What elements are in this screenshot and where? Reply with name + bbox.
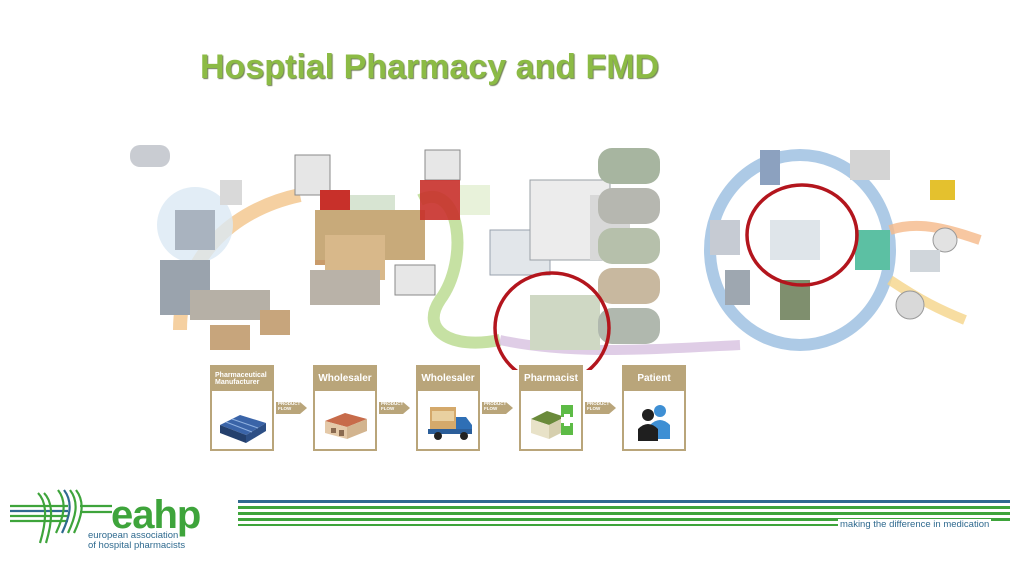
step-wholesaler-2: Wholesaler (416, 365, 480, 451)
product-flow-arrow: PRODUCT FLOW (276, 401, 308, 415)
footer-tagline: making the difference in medication (838, 519, 992, 530)
hospital-ward-panels (598, 148, 660, 344)
eahp-logo-mark (10, 489, 112, 544)
step-pharmaceutical-manufacturer: Pharmaceutical Manufacturer (210, 365, 274, 451)
supply-chain-illustration (130, 145, 982, 370)
slide-title: Hosptial Pharmacy and FMD (200, 48, 660, 86)
step-pharmacist: Pharmacist (519, 365, 583, 451)
step-wholesaler-1: Wholesaler (313, 365, 377, 451)
step-label: Patient (624, 367, 684, 391)
step-label: Wholesaler (418, 367, 478, 391)
pharmacy-icon (531, 405, 573, 439)
delivery-truck-icon (428, 407, 472, 440)
patient-highlight-circle (745, 183, 859, 287)
step-label: Pharmaceutical Manufacturer (212, 367, 272, 391)
people-icon (638, 405, 670, 441)
step-label: Pharmacist (521, 367, 581, 391)
step-label: Wholesaler (315, 367, 375, 391)
factory-icon (220, 415, 266, 443)
product-flow-arrow: PRODUCT FLOW (482, 401, 514, 415)
product-flow-diagram: Pharmaceutical Manufacturer PRODUCT FLOW… (210, 365, 690, 453)
footer-divider-lines (238, 500, 1010, 526)
warehouse-icon (325, 413, 367, 439)
pharmacist-highlight-circle (493, 271, 611, 370)
eahp-logo-wordmark: eahp (111, 493, 201, 537)
product-flow-arrow: PRODUCT FLOW (585, 401, 617, 415)
product-flow-arrow: PRODUCT FLOW (379, 401, 411, 415)
eahp-logo-subtitle: european association of hospital pharmac… (88, 530, 186, 551)
step-patient: Patient (622, 365, 686, 451)
